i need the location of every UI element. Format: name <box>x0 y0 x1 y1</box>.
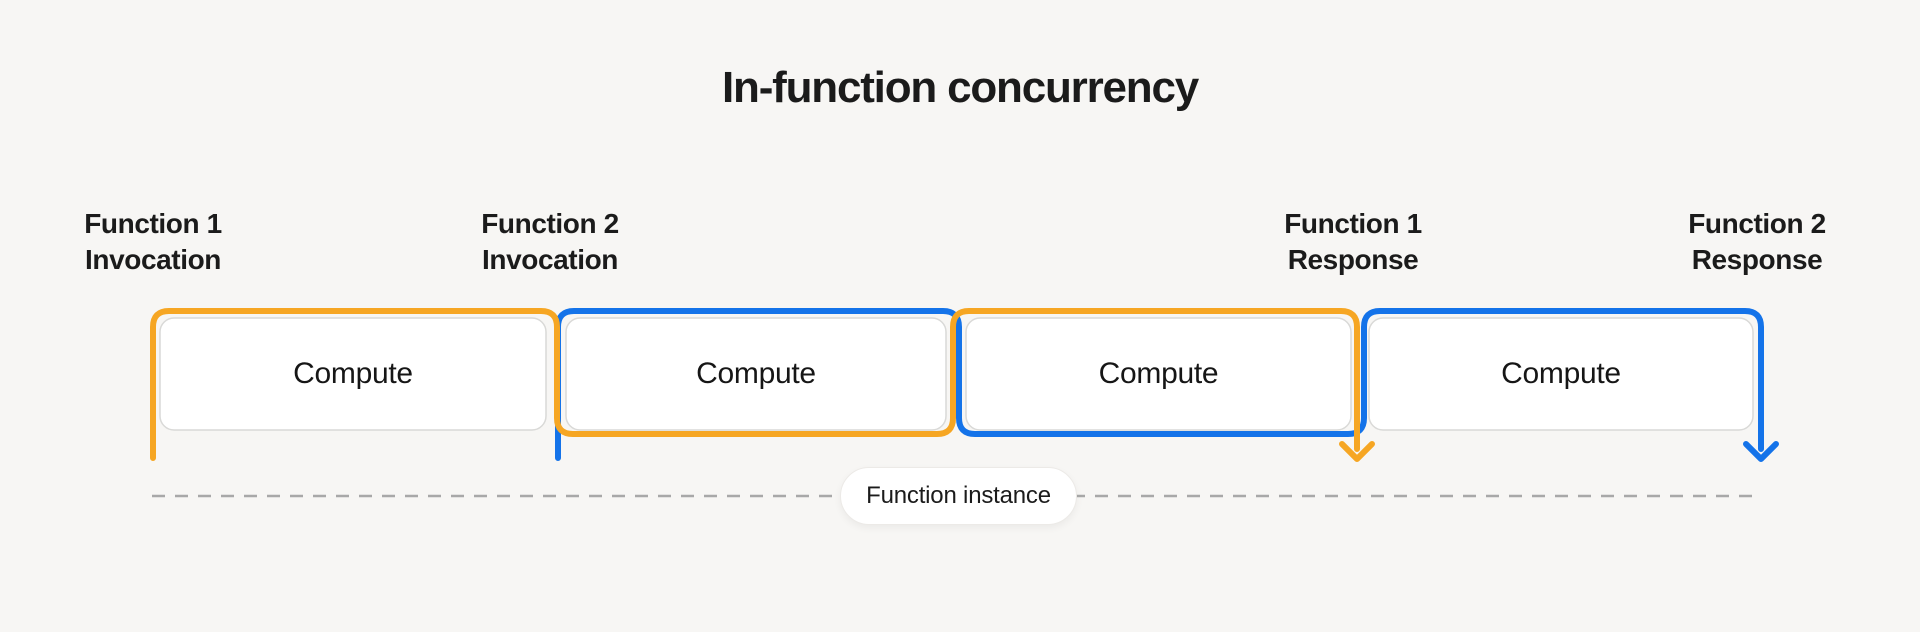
compute-box-3-label: Compute <box>1098 357 1219 390</box>
label-function2-response: Function 2 Response <box>1637 206 1877 278</box>
compute-box-3 <box>965 317 1352 431</box>
function2-path-arrow <box>555 308 1779 462</box>
label-line2: Response <box>1691 244 1823 275</box>
function1-path-arrow <box>150 308 1375 462</box>
label-line1: Function 2 <box>481 208 619 239</box>
label-function1-response: Function 1 Response <box>1233 206 1473 278</box>
function-instance-pill: Function instance <box>840 467 1077 525</box>
compute-box-4-label: Compute <box>1501 357 1621 390</box>
label-line1: Function 1 <box>1284 208 1422 239</box>
label-line2: Response <box>1287 244 1419 275</box>
compute-box-1 <box>159 317 547 431</box>
label-line2: Invocation <box>481 244 618 275</box>
label-function2-invocation: Function 2 Invocation <box>430 206 670 278</box>
label-line1: Function 1 <box>84 208 222 239</box>
diagram-title: In-function concurrency <box>722 63 1199 112</box>
label-line1: Function 2 <box>1688 208 1826 239</box>
compute-box-4 <box>1368 317 1754 431</box>
label-line2: Invocation <box>84 244 221 275</box>
label-function1-invocation: Function 1 Invocation <box>33 206 273 278</box>
compute-box-2-label: Compute <box>696 357 816 390</box>
compute-box-1-label: Compute <box>293 357 413 390</box>
compute-box-2 <box>565 317 947 431</box>
